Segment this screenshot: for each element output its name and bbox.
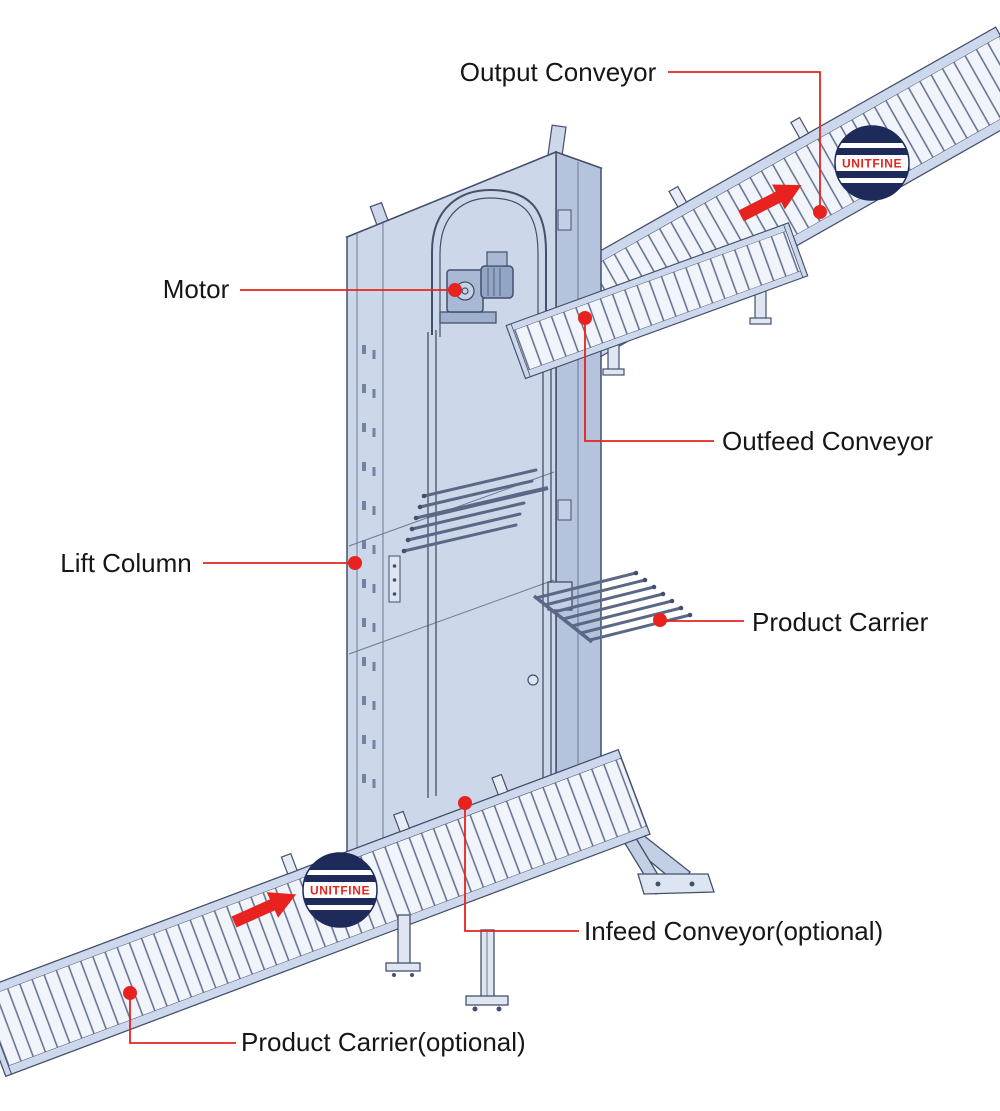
- chain-rails: [427, 326, 552, 808]
- lift-column: [344, 124, 604, 923]
- product-carrier-lower: [532, 570, 693, 644]
- callout-line-product-carrier-optional: [129, 993, 236, 1044]
- outfeed-conveyor-legs: [602, 290, 772, 376]
- callout-dots: [123, 205, 827, 1000]
- product-carrier-upper: [401, 468, 549, 554]
- callout-dot-outfeed-conveyor: [578, 311, 592, 325]
- label-infeed-conveyor: Infeed Conveyor(optional): [584, 916, 883, 946]
- chain-head-loop: [431, 188, 547, 337]
- infeed-conveyor-leg: [385, 914, 421, 977]
- conveyor-guide-tab: [668, 185, 688, 208]
- conveyor-guide-tab: [491, 773, 509, 796]
- callout-dot-product-carrier: [653, 613, 667, 627]
- motor: [439, 251, 514, 324]
- column-front-foot: [465, 929, 509, 1012]
- label-product-carrier-optional: Product Carrier(optional): [241, 1027, 526, 1057]
- conveyor-guide-tab: [280, 852, 298, 875]
- callout-dot-infeed-conveyor: [458, 796, 472, 810]
- label-outfeed-conveyor: Outfeed Conveyor: [722, 426, 933, 456]
- conveyor-guide-tab: [392, 810, 411, 833]
- callout-line-infeed-conveyor: [464, 803, 579, 932]
- callout-lines: [129, 71, 821, 1044]
- callout-dot-product-carrier-optional: [123, 986, 137, 1000]
- callout-dot-lift-column: [348, 556, 362, 570]
- callout-dot-motor: [448, 283, 462, 297]
- callout-line-output-conveyor: [668, 71, 821, 212]
- label-product-carrier: Product Carrier: [752, 607, 929, 637]
- label-motor: Motor: [163, 274, 230, 304]
- outfeed-conveyor: [505, 222, 809, 380]
- callout-line-outfeed-conveyor: [584, 318, 714, 442]
- label-output-conveyor: Output Conveyor: [460, 57, 657, 87]
- conveyor-guide-tab: [790, 116, 810, 139]
- callout-dot-output-conveyor: [813, 205, 827, 219]
- label-lift-column: Lift Column: [60, 548, 192, 578]
